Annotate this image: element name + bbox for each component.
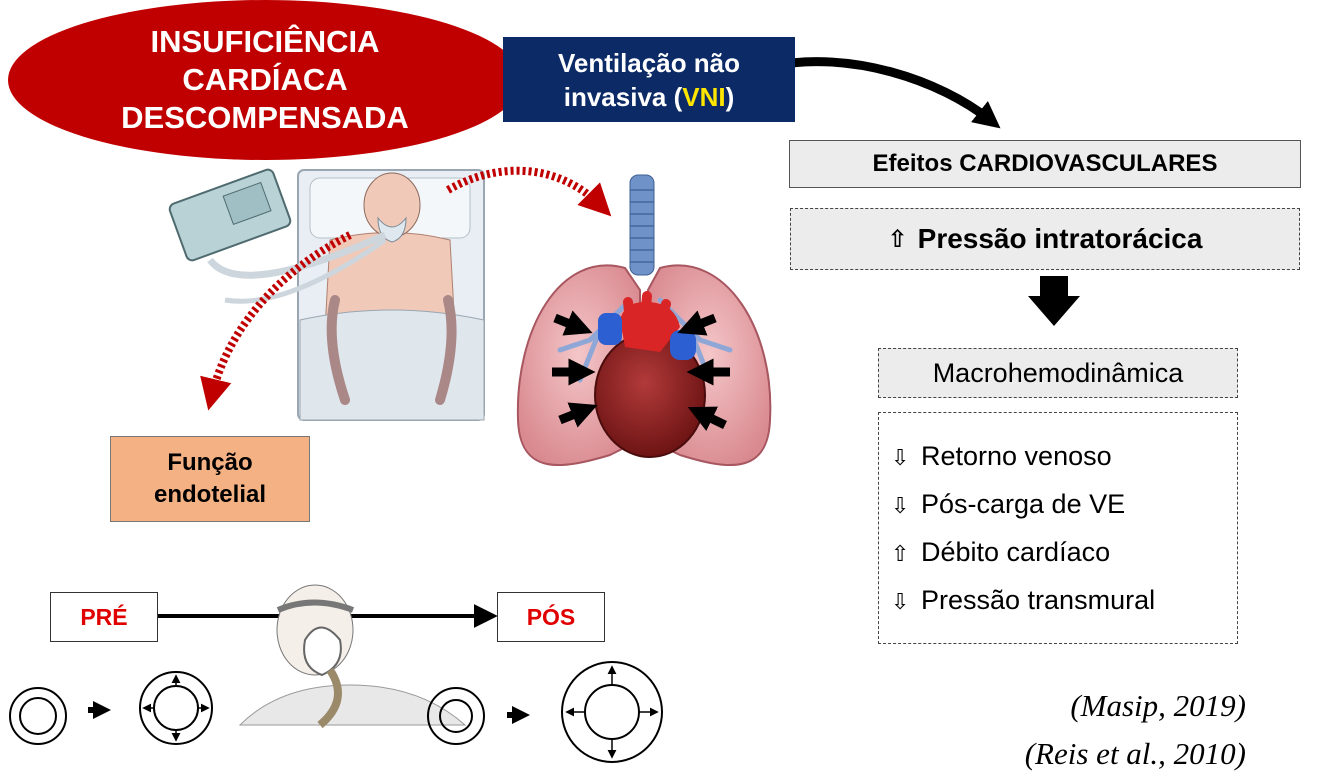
macro-box: Macrohemodinâmica (878, 348, 1238, 398)
list-item: ⇩ Pós-carga de VE (891, 481, 1237, 529)
list-item: ⇧ Débito cardíaco (891, 529, 1237, 577)
down-arrow-icon (1028, 276, 1080, 326)
pre-ventricle-expanded (139, 671, 213, 745)
reference-1: (Masip, 2019) (1070, 688, 1246, 723)
list-item: ⇩ Retorno venoso (891, 433, 1237, 481)
red-arrow-to-lungs (446, 166, 612, 217)
down-arrow-icon: ⇩ (891, 493, 910, 518)
page-title: INSUFICIÊNCIA CARDÍACA DESCOMPENSADA (8, 0, 522, 160)
pos-ventricle-normal (427, 687, 485, 745)
vni-abbreviation: VNI (682, 81, 726, 112)
title-line-2: CARDÍACA (182, 62, 348, 97)
list-item: ⇩ Pressão transmural (891, 577, 1237, 625)
vni-line-2-suffix: ) (725, 81, 735, 112)
down-arrow-icon: ⇩ (891, 589, 910, 614)
vni-line-2-prefix: invasiva ( (563, 81, 683, 112)
effects-list-box: ⇩ Retorno venoso ⇩ Pós-carga de VE ⇧ Débito… (878, 412, 1238, 644)
compression-arrows (552, 310, 730, 432)
up-arrow-icon: ⇧ (887, 225, 908, 253)
effect-text: Débito cardíaco (921, 537, 1111, 567)
pre-ventricle-normal (9, 687, 67, 745)
title-line-1: INSUFICIÊNCIA (150, 24, 380, 59)
efeitos-header: Efeitos CARDIOVASCULARES (789, 140, 1301, 188)
up-arrow-icon: ⇧ (891, 541, 910, 566)
title-ellipse-shape (8, 0, 522, 160)
effects-list: ⇩ Retorno venoso ⇩ Pós-carga de VE ⇧ Débito… (879, 413, 1237, 625)
effect-text: Pressão transmural (921, 585, 1156, 615)
funcao-line-2: endotelial (153, 481, 267, 508)
reference-2: (Reis et al., 2010) (1024, 736, 1246, 771)
red-arrow-to-funcao (200, 231, 352, 411)
pressao-box: ⇧ Pressão intratorácica (790, 208, 1300, 270)
down-arrow-icon: ⇩ (891, 445, 910, 470)
pos-label: PÓS (497, 592, 605, 642)
pre-label: PRÉ (50, 592, 158, 642)
vni-box: Ventilação não invasiva (VNI) (503, 37, 795, 122)
title-line-3: DESCOMPENSADA (121, 100, 409, 135)
funcao-endotelial-box: Função endotelial (110, 436, 310, 522)
pos-ventricle-expanded (561, 661, 663, 763)
effect-text: Retorno venoso (921, 441, 1112, 471)
vni-line-1: Ventilação não (557, 47, 741, 78)
vni-line-2: invasiva (VNI) (564, 80, 735, 114)
effect-text: Pós-carga de VE (921, 489, 1126, 519)
pressao-text: Pressão intratorácica (917, 223, 1203, 254)
funcao-line-1: Função (167, 449, 253, 476)
vni-to-effects-arrow (771, 57, 1001, 129)
patient-illustration (168, 168, 485, 421)
